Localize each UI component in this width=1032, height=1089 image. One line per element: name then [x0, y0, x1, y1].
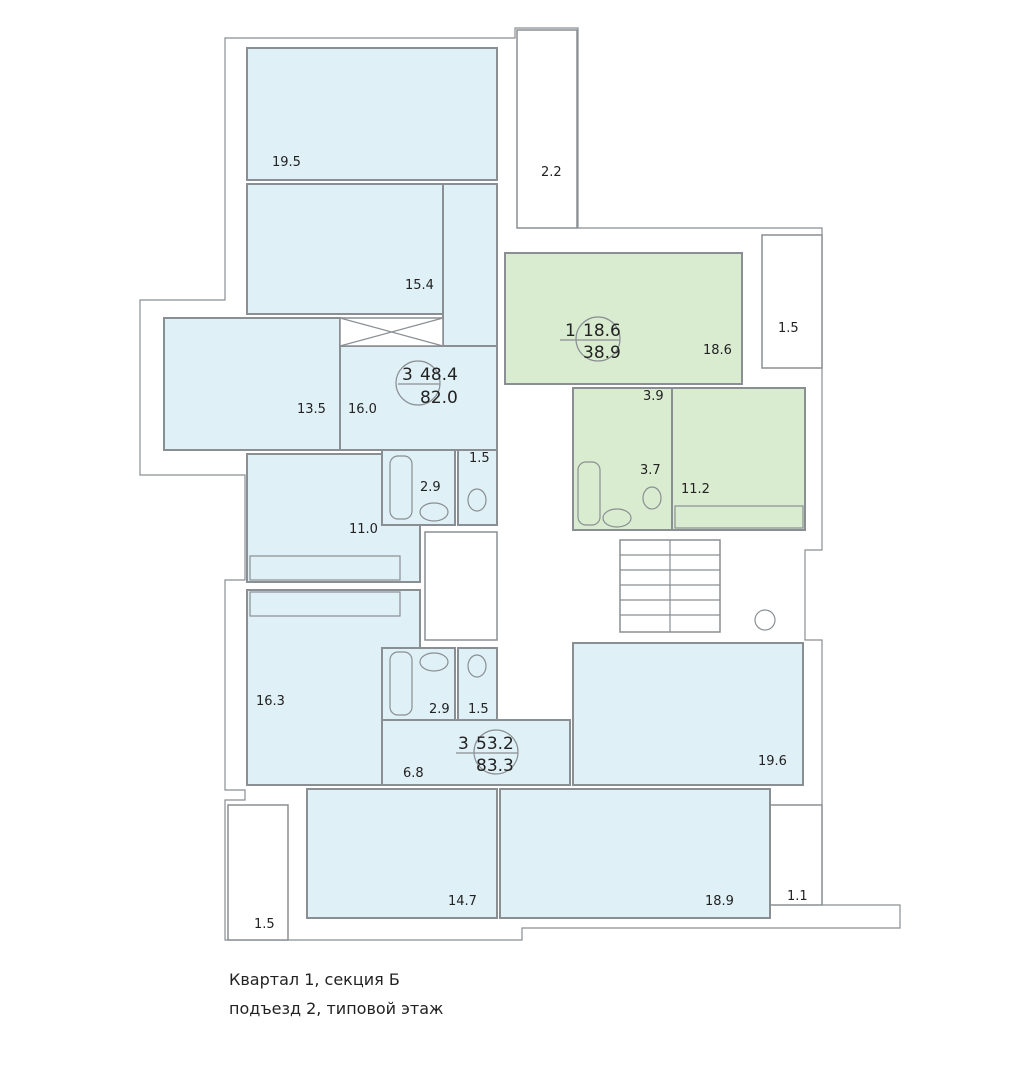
balcony-area: 1.1 — [787, 889, 808, 904]
balcony-area: 2.2 — [541, 165, 562, 180]
balcony-top[interactable] — [516, 29, 578, 229]
apt1-rooms: 3 — [402, 365, 413, 385]
apt3-rooms: 3 — [458, 734, 469, 754]
room-area: 2.9 — [429, 702, 450, 717]
floor-plan-drawing: 3 48.4 82.0 1 18.6 38.9 3 53.2 83.3 19.5… — [139, 27, 901, 941]
balcony-bottom-left[interactable] — [227, 804, 289, 941]
room-area: 16.0 — [348, 402, 377, 417]
room-area: 19.6 — [758, 754, 787, 769]
staircase — [619, 539, 776, 633]
room-area: 3.7 — [640, 463, 661, 478]
caption-line-1: Квартал 1, секция Б — [229, 970, 400, 989]
room-area: 11.0 — [349, 522, 378, 537]
room-area: 18.9 — [705, 894, 734, 909]
room-area: 11.2 — [681, 482, 710, 497]
room-area: 15.4 — [405, 278, 434, 293]
balcony-right[interactable] — [761, 234, 823, 369]
apt1-total-area: 82.0 — [420, 388, 458, 408]
room-area: 1.5 — [469, 451, 490, 466]
room-area: 6.8 — [403, 766, 424, 781]
elevator-shaft — [424, 531, 498, 641]
apt2-rooms: 1 — [565, 321, 576, 341]
room-area: 1.5 — [468, 702, 489, 717]
room-area: 16.3 — [256, 694, 285, 709]
apt3-total-area: 83.3 — [476, 756, 514, 776]
room-area: 18.6 — [703, 343, 732, 358]
apartment-3[interactable] — [246, 589, 804, 919]
caption-line-2: подъезд 2, типовой этаж — [229, 999, 444, 1018]
room-area-labels: 19.5 15.4 13.5 16.0 11.0 2.9 1.5 16.3 2.… — [254, 155, 808, 932]
apt2-living-area: 18.6 — [583, 321, 621, 341]
apartment-2[interactable] — [504, 252, 806, 531]
room-area: 13.5 — [297, 402, 326, 417]
room-area: 14.7 — [448, 894, 477, 909]
room-area: 3.9 — [643, 389, 664, 404]
room-area: 2.9 — [420, 480, 441, 495]
balcony-area: 1.5 — [778, 321, 799, 336]
balcony-bottom-right[interactable] — [761, 804, 823, 906]
apt1-living-area: 48.4 — [420, 365, 458, 385]
balcony-area: 1.5 — [254, 917, 275, 932]
apt2-total-area: 38.9 — [583, 343, 621, 363]
apartment-1[interactable] — [163, 47, 498, 583]
room-area: 19.5 — [272, 155, 301, 170]
apt3-living-area: 53.2 — [476, 734, 514, 754]
building-outline — [139, 27, 901, 941]
